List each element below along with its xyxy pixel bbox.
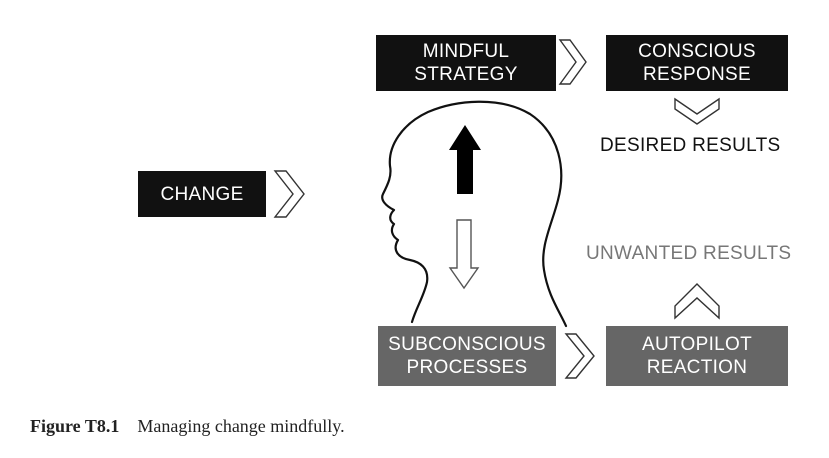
unwanted-results-label: UNWANTED RESULTS xyxy=(586,243,792,264)
change-label: CHANGE xyxy=(160,183,244,205)
figure-caption: Figure T8.1 Managing change mindfully. xyxy=(30,416,345,437)
conscious-response-box: CONSCIOUS RESPONSE xyxy=(606,35,788,91)
subconscious-processes-box: SUBCONSCIOUS PROCESSES xyxy=(378,326,556,386)
conscious-response-label: CONSCIOUS RESPONSE xyxy=(638,41,756,85)
autopilot-reaction-box: AUTOPILOT REACTION xyxy=(606,326,788,386)
chevron-up-icon xyxy=(674,283,720,320)
mindful-strategy-box: MINDFUL STRATEGY xyxy=(376,35,556,91)
head-outline xyxy=(381,100,568,328)
subconscious-processes-label: SUBCONSCIOUS PROCESSES xyxy=(388,334,546,378)
desired-results-label: DESIRED RESULTS xyxy=(600,135,781,156)
change-box: CHANGE xyxy=(138,171,266,217)
chevron-right-icon xyxy=(273,170,305,218)
chevron-right-icon xyxy=(564,333,595,379)
chevron-down-icon xyxy=(674,97,720,125)
down-arrow-icon xyxy=(448,219,480,290)
autopilot-reaction-label: AUTOPILOT REACTION xyxy=(641,334,753,378)
figure-number: Figure T8.1 xyxy=(30,416,120,436)
figure-caption-text: Managing change mindfully. xyxy=(137,416,345,436)
mindful-strategy-label: MINDFUL STRATEGY xyxy=(414,41,518,85)
up-arrow-icon xyxy=(449,125,481,194)
chevron-right-icon xyxy=(558,39,587,85)
